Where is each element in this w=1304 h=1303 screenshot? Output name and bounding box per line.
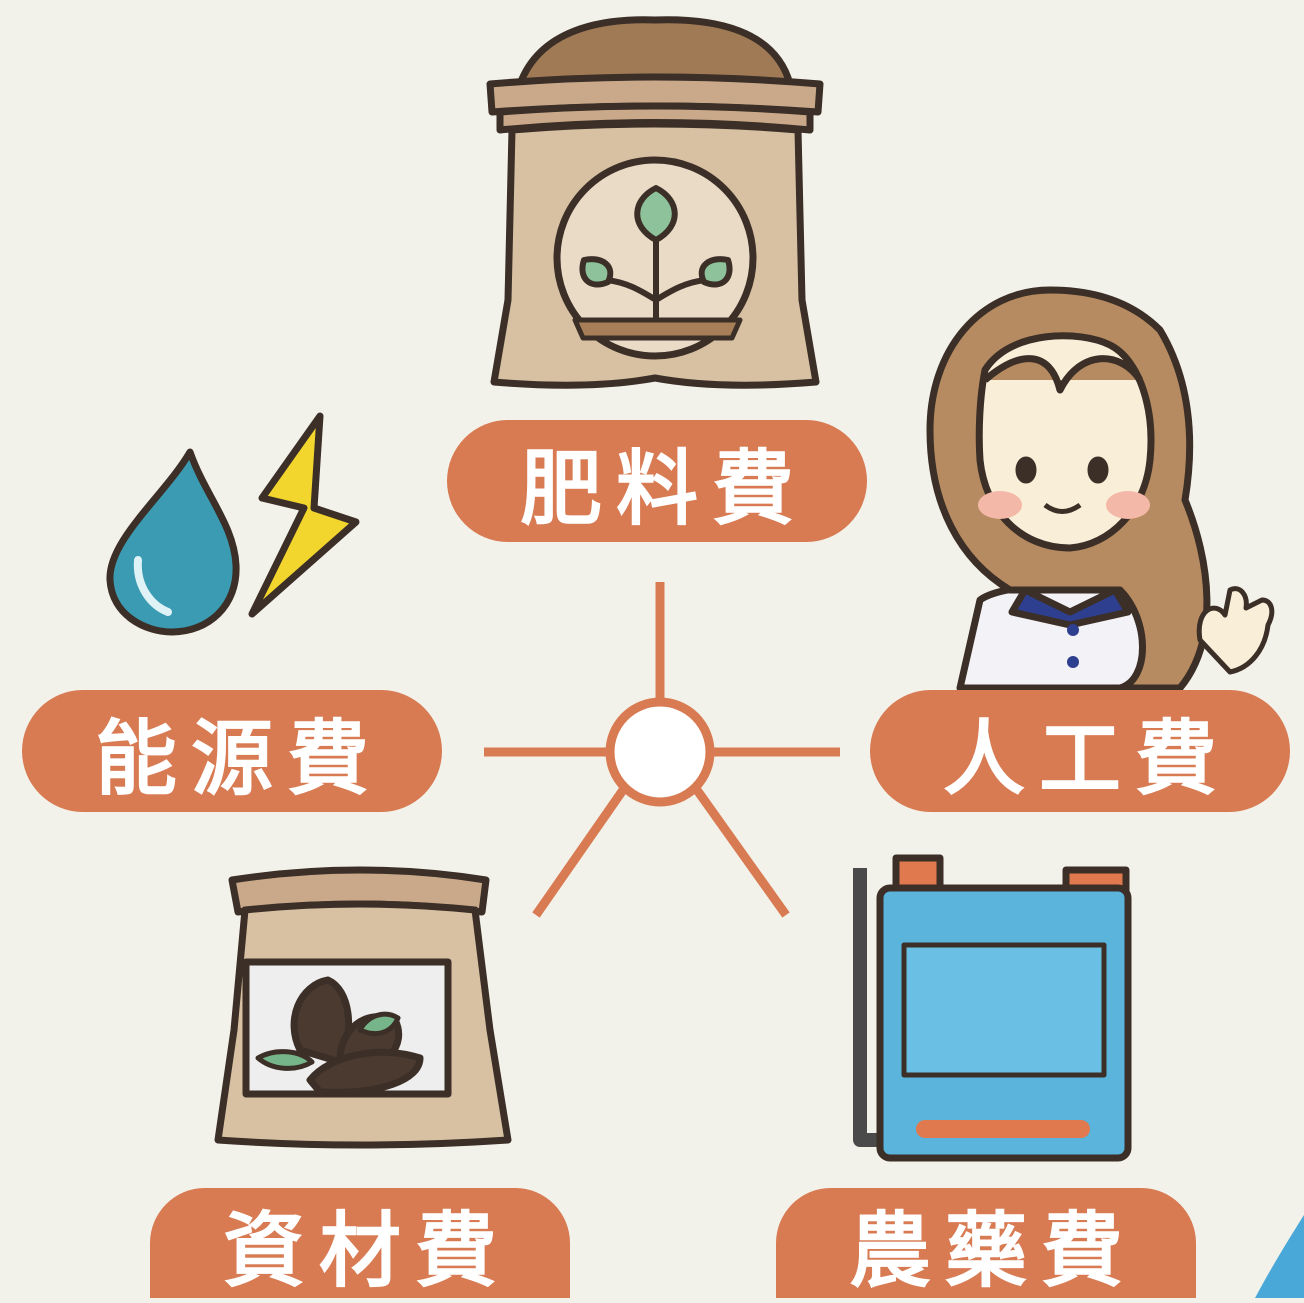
label-pesticide-cost: 農藥費 — [776, 1188, 1196, 1299]
label-labor-cost: 人工費 — [870, 690, 1290, 812]
label-fertilizer-cost: 肥料費 — [447, 420, 867, 542]
label-energy-cost: 能源費 — [22, 690, 442, 812]
hub-connector-icon — [484, 582, 840, 918]
pesticide-sprayer-tank-icon — [853, 854, 1132, 1162]
label-material-cost: 資材費 — [150, 1188, 570, 1299]
corner-accent-shape — [1255, 1215, 1304, 1298]
farmer-woman-icon — [926, 286, 1275, 692]
seed-bag-icon — [214, 866, 512, 1149]
water-drop-lightning-icon — [106, 412, 360, 636]
fertilizer-sack-icon — [486, 16, 824, 389]
